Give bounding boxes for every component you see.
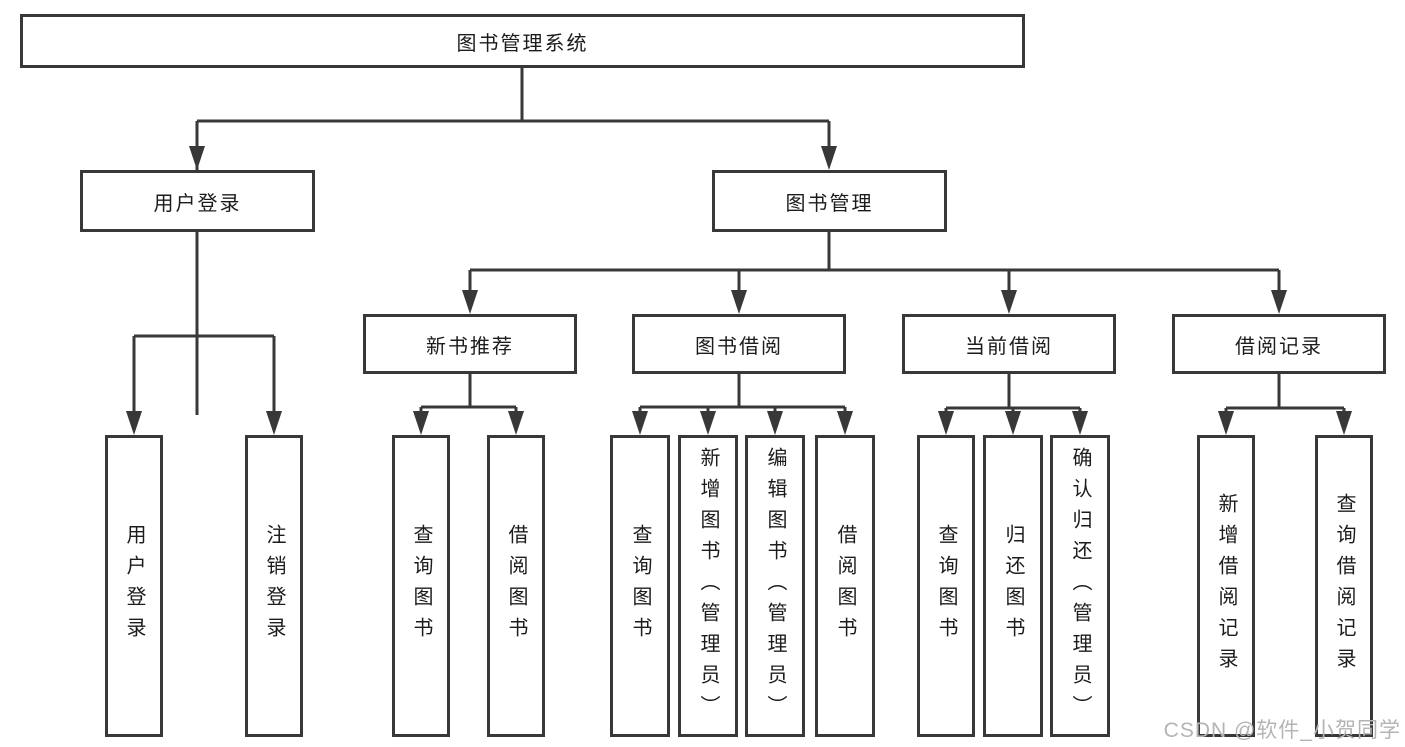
node-book-borrow: 图书借阅 (632, 314, 846, 374)
node-cb-return-books: 归还图书 (983, 435, 1043, 737)
watermark: CSDN @软件_小贺同学 (1163, 719, 1401, 742)
node-bb-query-books: 查询图书 (610, 435, 670, 737)
node-label: 图书借阅 (695, 335, 783, 358)
node-user-login: 用户登录 (80, 170, 315, 232)
node-label: 用户登录 (153, 192, 242, 215)
edges-root (195, 68, 831, 415)
node-label: 借阅图书 (505, 524, 527, 648)
node-label: 当前借阅 (965, 335, 1053, 358)
node-nb-query-books: 查询图书 (392, 435, 450, 737)
node-cb-confirm-return-admin: 确认归还（管理员） (1050, 435, 1110, 737)
node-label: 查询图书 (629, 524, 651, 648)
node-label: 借阅图书 (834, 524, 856, 648)
node-label: 注销登录 (263, 524, 285, 648)
node-label: 新增借阅记录 (1215, 493, 1237, 679)
edges-user-login (132, 232, 276, 415)
edges-book-mgmt (468, 232, 1281, 294)
node-label: 图书管理 (785, 192, 874, 215)
node-label: 确认归还（管理员） (1069, 446, 1091, 726)
node-label: 借阅记录 (1235, 335, 1323, 358)
node-label: 查询图书 (935, 524, 957, 648)
node-root: 图书管理系统 (20, 14, 1025, 68)
node-label: 编辑图书（管理员） (764, 446, 786, 726)
edges-book-borrow (638, 374, 847, 415)
node-ul-user-login: 用户登录 (105, 435, 163, 737)
node-new-book-rec: 新书推荐 (363, 314, 577, 374)
node-label: 新增图书（管理员） (697, 446, 719, 726)
edges-new-book-rec (419, 374, 518, 415)
node-borrow-records: 借阅记录 (1172, 314, 1386, 374)
node-cb-query-books: 查询图书 (917, 435, 975, 737)
node-label: 用户登录 (123, 524, 145, 648)
node-bb-borrow-books: 借阅图书 (815, 435, 875, 737)
node-br-query-record: 查询借阅记录 (1315, 435, 1373, 737)
edges-borrow-records (1224, 374, 1346, 415)
node-label: 新书推荐 (426, 335, 514, 358)
node-nb-borrow-books: 借阅图书 (487, 435, 545, 737)
node-br-add-record: 新增借阅记录 (1197, 435, 1255, 737)
node-bb-edit-books-admin: 编辑图书（管理员） (745, 435, 805, 737)
arrowheads (126, 146, 1352, 435)
node-bb-add-books-admin: 新增图书（管理员） (678, 435, 738, 737)
node-ul-logout: 注销登录 (245, 435, 303, 737)
node-current-borrow: 当前借阅 (902, 314, 1116, 374)
edges-current-borrow (944, 374, 1082, 415)
node-label: 查询借阅记录 (1333, 493, 1355, 679)
node-book-mgmt: 图书管理 (712, 170, 947, 232)
node-label: 图书管理系统 (456, 32, 589, 55)
node-label: 查询图书 (410, 524, 432, 648)
node-label: 归还图书 (1002, 524, 1024, 648)
